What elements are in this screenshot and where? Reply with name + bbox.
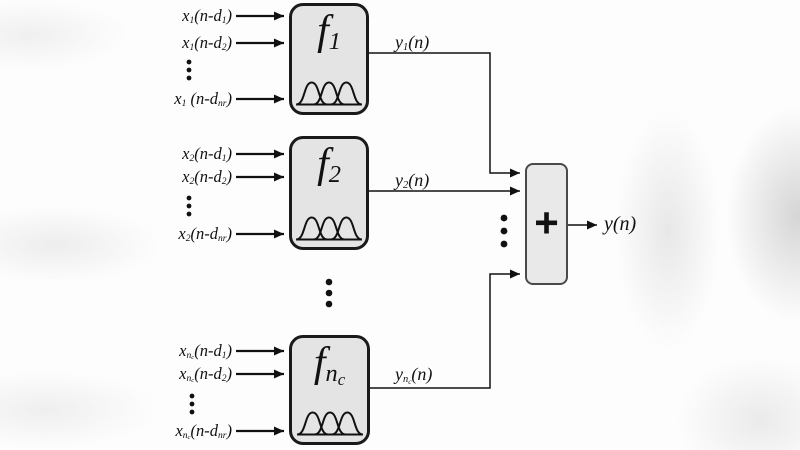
- vertical-ellipsis-sum-inputs: [500, 214, 508, 248]
- input-arrows-f1: [236, 11, 284, 104]
- signal-label-ync: ync(n): [395, 364, 433, 386]
- function-block-f1: f1: [289, 3, 369, 115]
- input-label-xnc-d2: xnc(n-d2): [179, 364, 232, 385]
- function-block-fnc: fnc: [289, 335, 370, 445]
- wire-ync: [370, 269, 520, 389]
- vertical-ellipsis-inputs-f2: [186, 195, 192, 217]
- function-block-f2: f2: [289, 136, 369, 250]
- vertical-ellipsis-inputs-f3: [189, 393, 195, 415]
- input-label-x2-dnr: x2(n-dnr): [178, 224, 232, 245]
- input-label-x2-d2: x2(n-d2): [182, 167, 232, 188]
- vertical-ellipsis-inputs-f1: [186, 59, 192, 81]
- final-output-label: y(n): [604, 213, 637, 235]
- membership-functions-icon: [296, 81, 362, 106]
- function-block-f2-label: f2: [317, 141, 341, 189]
- input-label-x1-dnr: x1 (n-dnr): [174, 89, 232, 110]
- wire-y1: [369, 52, 520, 178]
- input-arrows-f3: [236, 346, 284, 436]
- sum-block: +: [525, 163, 568, 285]
- membership-functions-icon: [296, 216, 362, 241]
- plus-symbol: +: [534, 199, 559, 246]
- function-block-f1-label: f1: [317, 8, 341, 56]
- input-label-x1-d1: x1(n-d1): [182, 6, 232, 27]
- input-label-x1-d2: x1(n-d2): [182, 33, 232, 54]
- membership-functions-icon: [296, 411, 363, 436]
- input-label-x2-d1: x2(n-d1): [182, 144, 232, 165]
- input-arrows-f2: [236, 149, 284, 239]
- input-label-xnc-d1: xnc(n-d1): [179, 341, 232, 362]
- input-label-xnc-dnr: xnc(n-dnr): [175, 421, 232, 442]
- vertical-ellipsis-blocks: [325, 278, 333, 308]
- signal-label-y1: y1(n): [395, 32, 430, 54]
- function-block-fnc-label: fnc: [313, 340, 346, 389]
- signal-label-y2: y2(n): [395, 170, 430, 192]
